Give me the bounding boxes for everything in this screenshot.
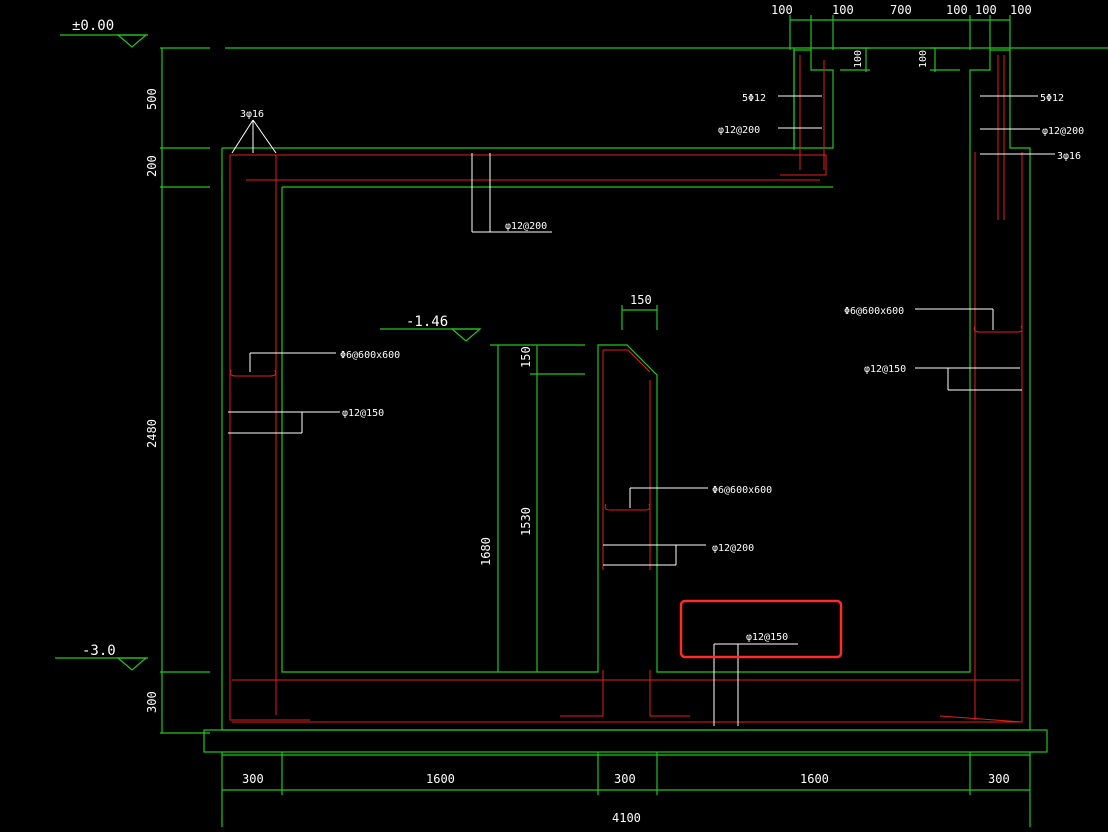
dim-inner-150: 150 <box>519 346 533 368</box>
label-right-phi12-150: φ12@150 <box>864 364 906 375</box>
dim-left-200: 200 <box>145 155 159 177</box>
dim-bottom-300c: 300 <box>988 772 1010 786</box>
label-roof-phi12-200: φ12@200 <box>505 221 547 232</box>
dim-notch-left: 100 <box>853 50 864 68</box>
concrete-outline <box>55 15 1108 827</box>
label-right-3phi16: 3φ16 <box>1057 151 1081 162</box>
label-notch-right-phi12-200: φ12@200 <box>1042 126 1084 137</box>
dim-top-100e: 100 <box>1010 3 1032 17</box>
dim-bottom-1600b: 1600 <box>800 772 829 786</box>
dim-notch-right: 100 <box>918 50 929 68</box>
label-notch-left-5phi12: 5Φ12 <box>742 93 766 104</box>
dim-bottom-total: 4100 <box>612 811 641 825</box>
dim-top-700: 700 <box>890 3 912 17</box>
label-left-phi6: Φ6@600x600 <box>340 350 400 361</box>
dim-left-500: 500 <box>145 88 159 110</box>
dim-bottom-300a: 300 <box>242 772 264 786</box>
dim-top-100c: 100 <box>946 3 968 17</box>
label-left-phi12-150: φ12@150 <box>342 408 384 419</box>
highlight-box[interactable] <box>679 599 843 659</box>
label-top-left-3phi16: 3φ16 <box>240 109 264 120</box>
elevation-water: -1.46 <box>406 314 448 330</box>
dim-left-300: 300 <box>145 691 159 713</box>
dim-top-100b: 100 <box>832 3 854 17</box>
dim-top-100d: 100 <box>975 3 997 17</box>
label-mid-phi6: Φ6@600x600 <box>712 485 772 496</box>
dim-inner-1530: 1530 <box>519 507 533 536</box>
label-base-phi12-150: φ12@150 <box>746 632 788 643</box>
elevation-top: ±0.00 <box>72 18 114 34</box>
elevation-bottom: -3.0 <box>82 643 116 659</box>
dim-left-2480: 2480 <box>145 419 159 448</box>
label-notch-right-5phi12: 5Φ12 <box>1040 93 1064 104</box>
dim-wall-150: 150 <box>630 293 652 307</box>
dim-top-100a: 100 <box>771 3 793 17</box>
dim-bottom-300b: 300 <box>614 772 636 786</box>
leader-lines <box>228 95 1055 726</box>
label-right-phi6: Φ6@600x600 <box>844 306 904 317</box>
dim-inner-1680: 1680 <box>479 537 493 566</box>
label-mid-phi12-200: φ12@200 <box>712 543 754 554</box>
dim-bottom-1600a: 1600 <box>426 772 455 786</box>
label-notch-left-phi12-200: φ12@200 <box>718 125 760 136</box>
reinforcement <box>229 55 1023 723</box>
